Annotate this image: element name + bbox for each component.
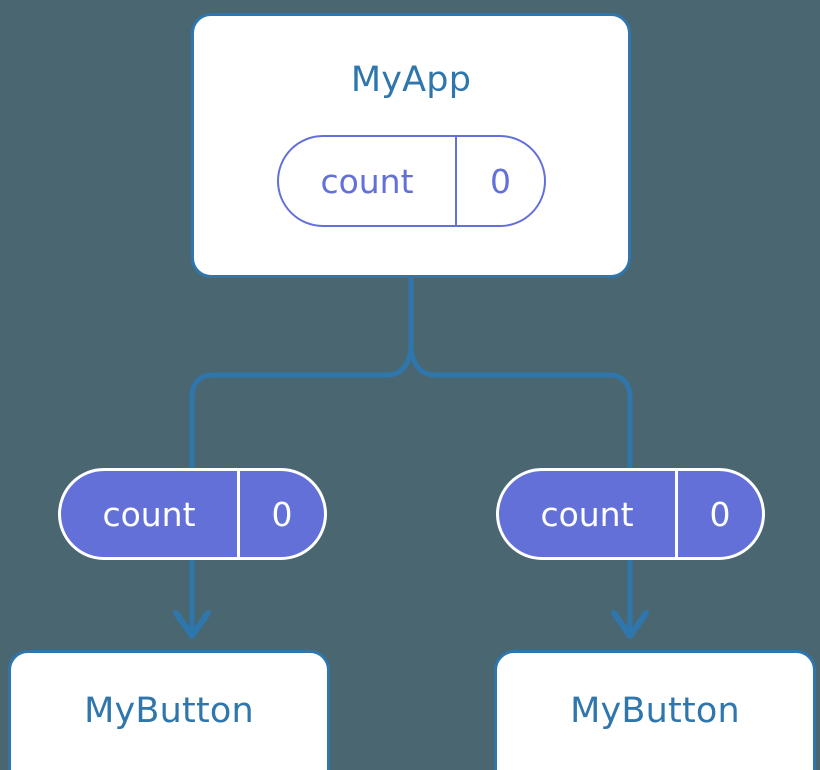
state-key-label: count — [320, 161, 414, 201]
state-value-label: 0 — [675, 471, 762, 557]
state-pill-root[interactable]: count 0 — [277, 135, 546, 227]
component-node-mybutton-left[interactable]: MyButton — [8, 650, 330, 770]
branch-line-right — [408, 347, 633, 478]
component-title-mybutton: MyButton — [570, 690, 740, 731]
prop-arrow-left-head — [173, 610, 211, 639]
state-pill-child-right[interactable]: count 0 — [496, 468, 765, 560]
component-title-myapp: MyApp — [350, 60, 472, 100]
prop-arrow-right-head — [611, 610, 649, 639]
state-value-label: 0 — [237, 471, 324, 557]
state-value-label: 0 — [455, 137, 544, 225]
branch-line-left — [189, 347, 414, 478]
component-node-mybutton-right[interactable]: MyButton — [494, 650, 816, 770]
state-pill-child-left[interactable]: count 0 — [58, 468, 327, 560]
state-key-label: count — [540, 494, 634, 534]
state-key-label: count — [102, 494, 196, 534]
component-title-mybutton: MyButton — [84, 690, 254, 731]
